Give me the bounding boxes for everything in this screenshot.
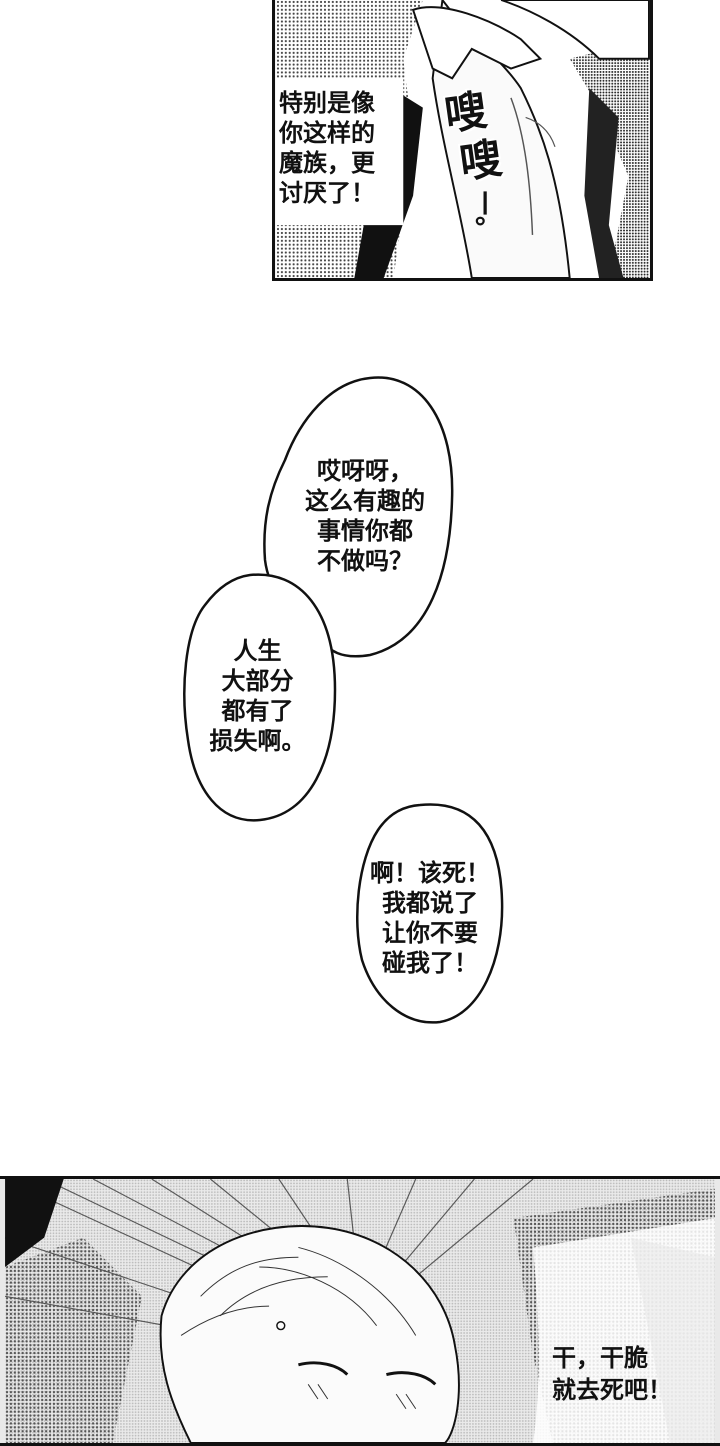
- bottom-panel: 干，干脆 就去死吧！: [0, 1176, 720, 1446]
- speech-bubble-2: [183, 573, 337, 822]
- speech-bubble-3: [356, 803, 504, 1024]
- top-panel-dialogue: 特别是像 你这样的 魔族，更 讨厌了！: [279, 89, 375, 207]
- top-panel: 特别是像 你这样的 魔族，更 讨厌了！ 嗖 嗖 —。: [272, 0, 653, 281]
- bubble-2-text: 人生 大部分 都有了 损失啊。: [209, 637, 306, 755]
- bubble-1-text: 哎呀呀， 这么有趣的 事情你都 不做吗？: [305, 457, 425, 575]
- bottom-panel-artwork: [4, 1179, 715, 1443]
- bubble-3-text: 啊！该死！ 我都说了 让你不要 碰我了！: [370, 859, 490, 977]
- bottom-panel-dialogue: 干，干脆 就去死吧！: [552, 1344, 672, 1404]
- top-panel-artwork: [276, 0, 650, 278]
